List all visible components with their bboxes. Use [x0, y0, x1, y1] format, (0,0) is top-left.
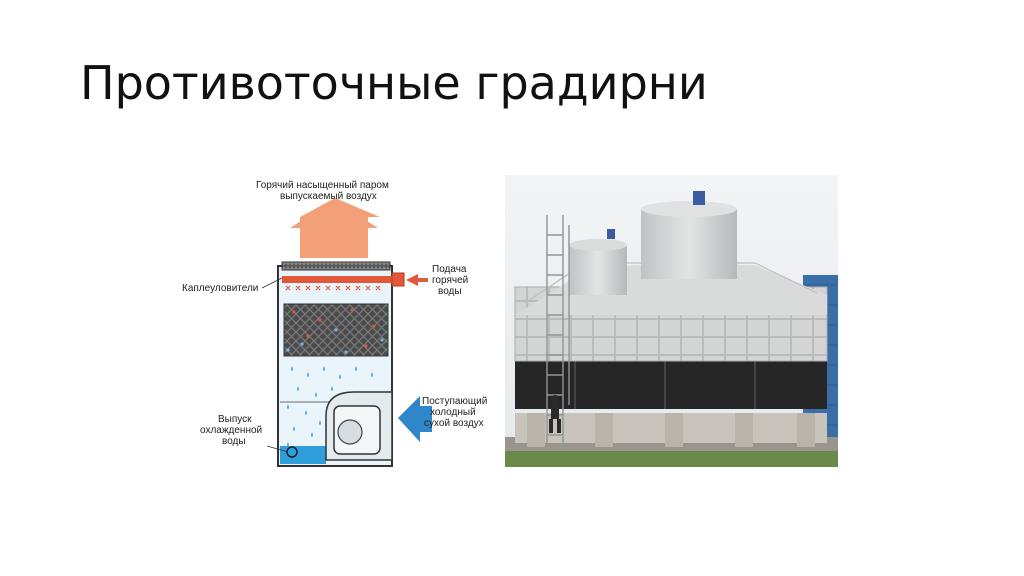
- counterflow-tower-diagram: Горячий насыщенный паром выпускаемый воз…: [170, 170, 500, 470]
- water-basin: [280, 446, 326, 464]
- cooling-tower-photo: [505, 175, 838, 467]
- hot-water-label-3: воды: [438, 286, 462, 297]
- slide-title: Противоточные градирни: [80, 56, 708, 110]
- worker-figure: [549, 395, 561, 433]
- spray-nozzles: [285, 285, 381, 291]
- diagram-drawing: [261, 198, 432, 467]
- inlet-air-label-1: Поступающий: [422, 396, 488, 407]
- drift-eliminator: [281, 261, 391, 271]
- hot-water-arrow: [406, 274, 428, 286]
- fan-housing: [325, 391, 393, 461]
- hot-water-label-2: горячей: [432, 275, 469, 286]
- outlet-water-label-3: воды: [222, 436, 246, 447]
- inlet-air-label-3: сухой воздух: [424, 418, 484, 429]
- inlet-air-label-2: холодный: [430, 407, 476, 418]
- inlet-air-arrow: [398, 396, 432, 442]
- cooling-tower-illustration: [505, 175, 838, 467]
- exhaust-air-label-1: Горячий насыщенный паром: [256, 180, 389, 191]
- exhaust-air-label-2: выпускаемый воздух: [280, 191, 377, 202]
- hot-water-pipe: [282, 276, 392, 283]
- hot-water-label-1: Подача: [432, 264, 467, 275]
- outlet-water-label-2: охлажденной: [200, 425, 263, 436]
- drift-eliminators-label: Каплеуловители: [182, 283, 259, 294]
- outlet-water-label-1: Выпуск: [218, 414, 252, 425]
